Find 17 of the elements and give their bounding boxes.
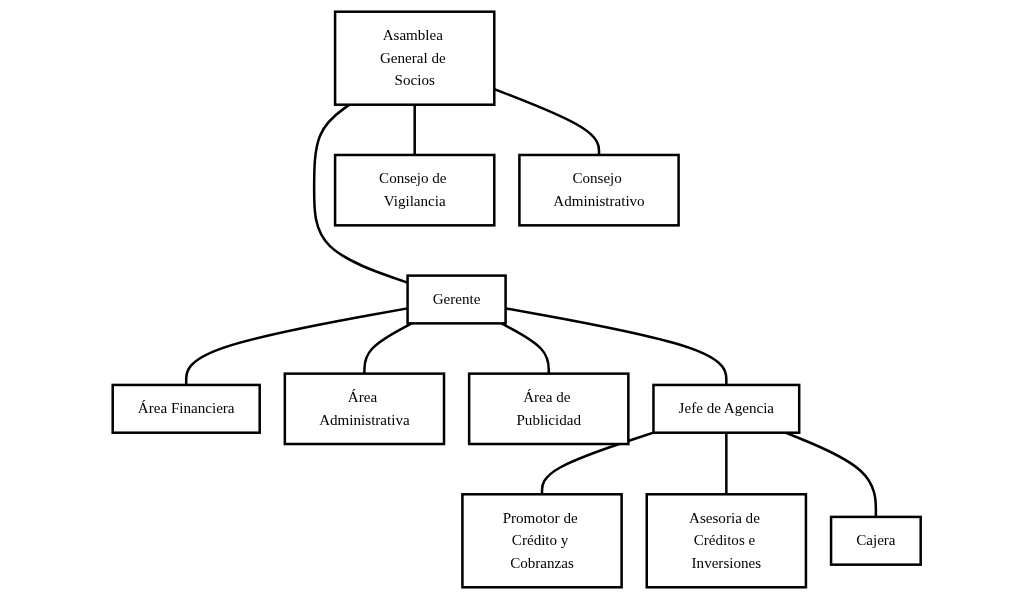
node-box: Asesoria de Créditos e Inversiones: [645, 493, 807, 589]
node-box: Cajera: [829, 515, 922, 566]
connector: [724, 432, 728, 495]
connector: [362, 322, 413, 374]
connector: [184, 307, 408, 385]
node-box: Consejo de Vigilancia: [333, 153, 496, 227]
node-box: Asamblea General de Socios: [333, 10, 496, 106]
node-box: Área Financiera: [111, 383, 261, 434]
node-box: Área Administrativa: [283, 372, 446, 446]
connector: [505, 307, 728, 385]
node-box: Consejo Administrativo: [517, 153, 680, 227]
connector: [540, 431, 654, 495]
node-box: Promotor de Crédito y Cobranzas: [460, 493, 623, 589]
node-box: Jefe de Agencia: [652, 383, 801, 434]
node-box: Gerente: [406, 274, 507, 325]
node-box: Área de Publicidad: [467, 372, 630, 446]
connector: [413, 104, 416, 155]
